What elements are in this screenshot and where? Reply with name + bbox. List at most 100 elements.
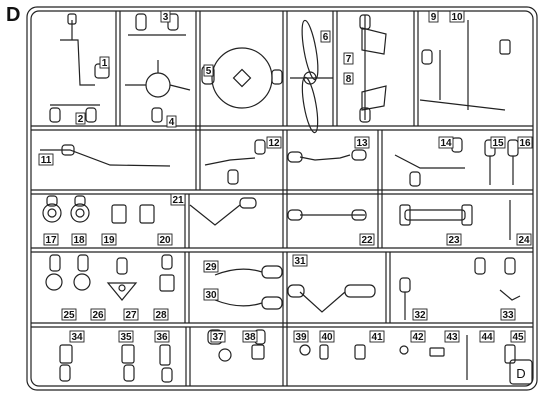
part-number-label: 4	[169, 117, 175, 128]
part-number-label: 36	[156, 332, 168, 343]
part-number-label: 35	[120, 332, 132, 343]
part-label-box	[354, 136, 370, 149]
part-number-label: 11	[41, 155, 52, 166]
part-number-label: 29	[205, 262, 217, 273]
part-label-box	[479, 330, 495, 343]
part-label-box	[101, 233, 117, 246]
part-label-box	[359, 233, 375, 246]
part-label-box	[517, 136, 533, 149]
part-number-label: 41	[371, 332, 383, 343]
part-label-box	[203, 64, 214, 77]
part-number-label: 17	[45, 235, 57, 246]
parts-drawings	[40, 13, 521, 383]
part-number-label: 8	[346, 74, 352, 85]
part-number-label: 1	[102, 58, 108, 69]
sprue-tab-letter: D	[516, 366, 525, 381]
part-label-box	[69, 330, 85, 343]
part-label-box	[203, 260, 219, 273]
part-label-box	[203, 288, 219, 301]
part-number-label: 22	[361, 235, 373, 246]
part-label-box	[410, 330, 426, 343]
part-label-box	[153, 308, 169, 321]
inner-frame	[30, 10, 534, 387]
part-number-label: 7	[346, 54, 352, 65]
part-number-label: 25	[63, 310, 75, 321]
part-number-label: 30	[205, 290, 217, 301]
part-label-box	[266, 136, 282, 149]
part-label-box	[510, 330, 526, 343]
part-number-label: 24	[518, 235, 530, 246]
part-number-label: 20	[159, 235, 171, 246]
part-number-label: 6	[323, 32, 329, 43]
horizontal-runners	[31, 125, 533, 328]
part-label-box	[293, 330, 309, 343]
part-label-box	[490, 136, 506, 149]
part-number-label: 40	[321, 332, 333, 343]
part-number-label: 42	[412, 332, 424, 343]
part-label-box	[118, 330, 134, 343]
part-label-box	[516, 233, 532, 246]
part-number-label: 44	[481, 332, 493, 343]
part-label-box	[61, 308, 77, 321]
part-label-box	[444, 330, 460, 343]
part-number-label: 10	[451, 12, 463, 23]
part-label-box	[75, 112, 86, 125]
part-number-label: 19	[103, 235, 115, 246]
outer-frame	[26, 6, 538, 391]
part-label-box	[319, 330, 335, 343]
part-number-label: 16	[519, 138, 531, 149]
part-label-box	[412, 308, 428, 321]
vertical-runners	[115, 11, 419, 386]
sprue-letter: D	[6, 4, 21, 26]
part-number-label: 2	[78, 114, 84, 125]
part-label-box	[500, 308, 516, 321]
part-label-box	[210, 330, 226, 343]
part-label-box	[123, 308, 139, 321]
part-number-label: 37	[212, 332, 224, 343]
part-label-box	[90, 308, 106, 321]
part-number-label: 13	[356, 138, 368, 149]
part-label-box	[71, 233, 87, 246]
part-number-label: 33	[502, 310, 514, 321]
part-number-label: 38	[244, 332, 256, 343]
part-number-label: 32	[414, 310, 426, 321]
part-number-label: 3	[163, 12, 169, 23]
part-label-box	[428, 10, 439, 23]
part-label-box	[43, 233, 59, 246]
part-number-label: 45	[512, 332, 524, 343]
part-label-box	[438, 136, 454, 149]
part-number-label: 15	[492, 138, 504, 149]
part-number-label: 28	[155, 310, 167, 321]
part-number-label: 14	[440, 138, 452, 149]
part-number-label: 26	[92, 310, 104, 321]
part-label-box	[242, 330, 258, 343]
part-label-box	[343, 72, 354, 85]
part-label-box	[157, 233, 173, 246]
part-number-label: 43	[446, 332, 458, 343]
part-number-label: 12	[268, 138, 280, 149]
part-label-box	[446, 233, 462, 246]
part-label-box	[343, 52, 354, 65]
sprue-tab	[509, 359, 533, 385]
part-number-label: 23	[448, 235, 460, 246]
part-number-label: 18	[73, 235, 85, 246]
part-number-label: 9	[431, 12, 437, 23]
part-number-label: 39	[295, 332, 307, 343]
part-number-label: 5	[206, 66, 212, 77]
part-label-box	[170, 193, 186, 206]
part-label-box	[160, 10, 171, 23]
part-label-box	[292, 254, 308, 267]
part-label-box	[38, 153, 54, 166]
part-label-box	[320, 30, 331, 43]
part-label-box	[154, 330, 170, 343]
part-number-label: 31	[294, 256, 306, 267]
part-number-label: 34	[71, 332, 83, 343]
part-number-label: 27	[125, 310, 137, 321]
part-label-box	[449, 10, 465, 23]
part-label-box	[99, 56, 110, 69]
part-label-box	[369, 330, 385, 343]
part-label-box	[166, 115, 177, 128]
